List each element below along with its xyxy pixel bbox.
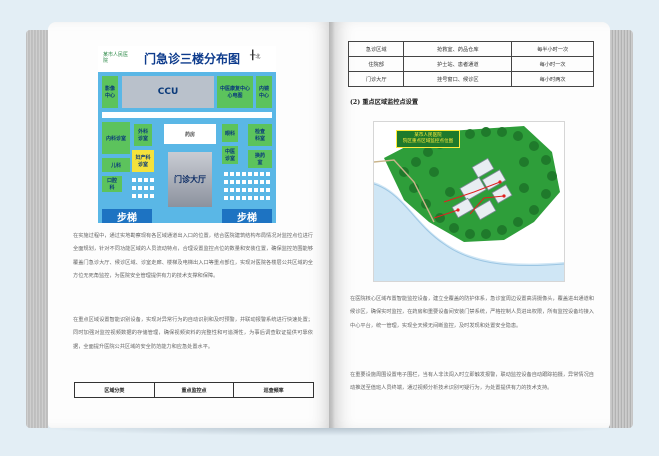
block-rehab: 中医康复中心 心电图 (217, 76, 253, 108)
table-row: 住院部 护士站、患者通道 每小时一次 (347, 56, 594, 72)
block-imaging: 影像 中心 (102, 76, 118, 108)
block-dental: 口腔 科 (102, 176, 122, 192)
seat-row (132, 178, 156, 182)
corridor (102, 112, 272, 118)
table-cell: 挂号窗口、候诊区 (403, 71, 513, 87)
paragraph: 在重点区域设置智能识别设备，实现对异常行为的自动识别和及时预警，并联动报警系统进… (73, 317, 313, 350)
stairs-right: 步梯 (222, 209, 272, 224)
table-header-cell: 巡查频率 (263, 387, 284, 394)
section-heading: (2) 重点区域监控点设置 (350, 99, 419, 106)
block-surgery: 外科 诊室 (134, 124, 152, 146)
seat-row (132, 186, 156, 190)
table-cell: 每小时一次 (511, 56, 594, 72)
seat-row (224, 172, 270, 176)
campus-map-drawing (374, 122, 564, 281)
seat-row (132, 194, 156, 198)
inspection-table: 急诊区域 抢救室、药品仓库 每半小时一次 住院部 护士站、患者通道 每小时一次 … (347, 41, 594, 87)
table-header-cell: 区域分类 (75, 383, 155, 397)
block-tcm: 中医 诊室 (222, 146, 238, 164)
table-cell: 护士站、患者通道 (403, 56, 513, 72)
outpatient-hall: 门诊大厅 (168, 152, 212, 207)
floor-map-title: 门急诊三楼分布图 (144, 52, 241, 66)
block-pharmacy: 药房 (164, 124, 216, 144)
floor-map-header: 某市人民医院 门急诊三楼分布图 ╂北 (98, 46, 276, 72)
page-stack-left (26, 30, 48, 428)
table-cell: 抢救室、药品仓库 (403, 41, 513, 57)
hospital-logo: 某市人民医院 (103, 52, 129, 64)
book-gutter (329, 22, 335, 428)
floor-map: 某市人民医院 门急诊三楼分布图 ╂北 影像 中心 CCU 中医康复中心 心电图 … (98, 46, 276, 224)
campus-map: 某市人民医院 院区重点区域监控点位图 (373, 121, 565, 282)
paragraph: 在医院核心区域布置智能监控设备，建立全覆盖的防护体系，急诊室周边设置高清摄像头，… (350, 296, 594, 329)
hall-label: 门诊大厅 (174, 175, 206, 184)
block-pediatrics: 儿科 (102, 158, 130, 172)
seat-row (224, 180, 270, 184)
left-page: 某市人民医院 门急诊三楼分布图 ╂北 影像 中心 CCU 中医康复中心 心电图 … (48, 22, 332, 428)
block-eye: 眼科 (222, 124, 238, 142)
seat-row (224, 196, 270, 200)
table-row: 急诊区域 抢救室、药品仓库 每半小时一次 (347, 41, 594, 57)
block-ccu: CCU (122, 76, 214, 108)
block-obgyn: 妇产科 诊室 (132, 150, 154, 172)
table-header-cell: 重点监控点 (155, 383, 235, 397)
right-page: 急诊区域 抢救室、药品仓库 每半小时一次 住院部 护士站、患者通道 每小时一次 … (332, 22, 610, 428)
paragraph: 在实施过程中，通过实地勘察现有各区域通道出入口的位置，结合医院建筑结构布局情况对… (73, 233, 313, 279)
block-endoscopy: 内镜 中心 (256, 76, 272, 108)
table-cell: 每小时两次 (511, 71, 594, 87)
table-cell: 急诊区域 (347, 41, 405, 57)
table-cell: 门诊大厅 (347, 71, 405, 87)
block-dressing: 换药 室 (248, 150, 272, 168)
table-header-row: 区域分类 重点监控点 巡查频率 (74, 382, 314, 398)
block-internal: 内科诊室 (102, 122, 130, 154)
seat-row (224, 188, 270, 192)
compass-icon: ╂北 (250, 51, 261, 61)
table-cell: 住院部 (347, 56, 405, 72)
paragraph: 在重要设施周围设置电子围栏，当有人非法闯入时立即触发报警，联动监控设备自动跟踪拍… (350, 372, 594, 392)
campus-map-legend: 某市人民医院 院区重点区域监控点位图 (396, 130, 460, 148)
table-cell: 每半小时一次 (511, 41, 594, 57)
table-row: 门诊大厅 挂号窗口、候诊区 每小时两次 (347, 71, 594, 87)
stairs-left: 步梯 (102, 209, 152, 224)
page-stack-right (609, 30, 633, 428)
block-exam: 检查 科室 (248, 124, 272, 146)
